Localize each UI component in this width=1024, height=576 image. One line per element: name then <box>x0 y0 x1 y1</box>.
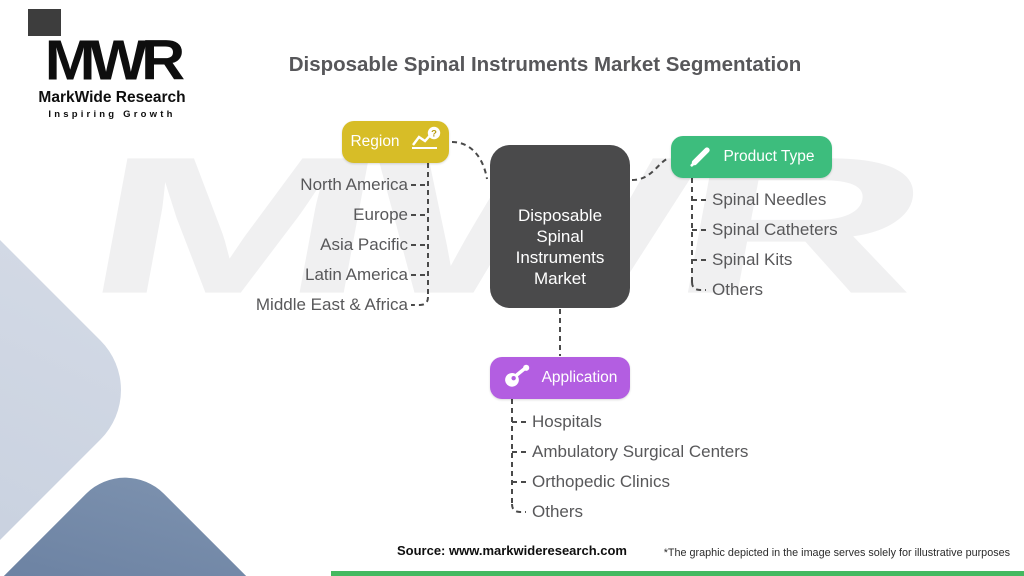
chart-question-icon: ? <box>409 126 441 158</box>
source-text: Source: www.markwideresearch.com <box>396 543 627 558</box>
region-item: Europe <box>353 205 408 224</box>
application-badge: Application <box>490 357 630 399</box>
application-item: Ambulatory Surgical Centers <box>532 442 749 461</box>
product-type-badge-label: Product Type <box>723 148 815 165</box>
application-badge-label: Application <box>541 369 618 386</box>
product-type-item: Spinal Catheters <box>712 220 838 239</box>
region-item: Middle East & Africa <box>255 295 408 314</box>
decor-bottom-green-bar <box>331 571 1024 576</box>
application-item-list: Hospitals Ambulatory Surgical Centers Or… <box>532 407 748 527</box>
region-item: Latin America <box>305 265 408 284</box>
region-badge-label: Region <box>350 133 400 150</box>
region-badge: Region ? <box>342 121 449 163</box>
region-item: North America <box>300 175 408 194</box>
region-item-list: North America Europe Asia Pacific Latin … <box>100 170 408 320</box>
application-item: Others <box>532 502 584 521</box>
product-type-item: Others <box>712 280 764 299</box>
product-type-badge: Product Type <box>671 136 832 178</box>
center-market-node: Disposable Spinal Instruments Market <box>490 145 630 308</box>
application-item: Orthopedic Clinics <box>532 472 670 491</box>
center-market-label: Disposable Spinal Instruments Market <box>515 205 605 288</box>
product-type-item: Spinal Needles <box>712 190 827 209</box>
svg-text:?: ? <box>431 129 437 140</box>
product-type-item-list: Spinal Needles Spinal Catheters Spinal K… <box>712 185 838 305</box>
logo-tagline: Inspiring Growth <box>48 109 176 120</box>
page-title: Disposable Spinal Instruments Market Seg… <box>288 53 802 76</box>
scalpel-icon <box>688 142 714 173</box>
decor-corner-square <box>28 9 61 36</box>
logo-monogram: MWR <box>44 28 185 92</box>
disclaimer-text: *The graphic depicted in the image serve… <box>663 547 1010 559</box>
application-item: Hospitals <box>532 412 602 431</box>
guitar-icon <box>503 364 533 393</box>
logo-name: MarkWide Research <box>38 89 186 106</box>
region-item: Asia Pacific <box>320 235 408 254</box>
product-type-item: Spinal Kits <box>712 250 793 269</box>
markwide-logo: MWR MarkWide Research Inspiring Growth <box>33 30 191 120</box>
